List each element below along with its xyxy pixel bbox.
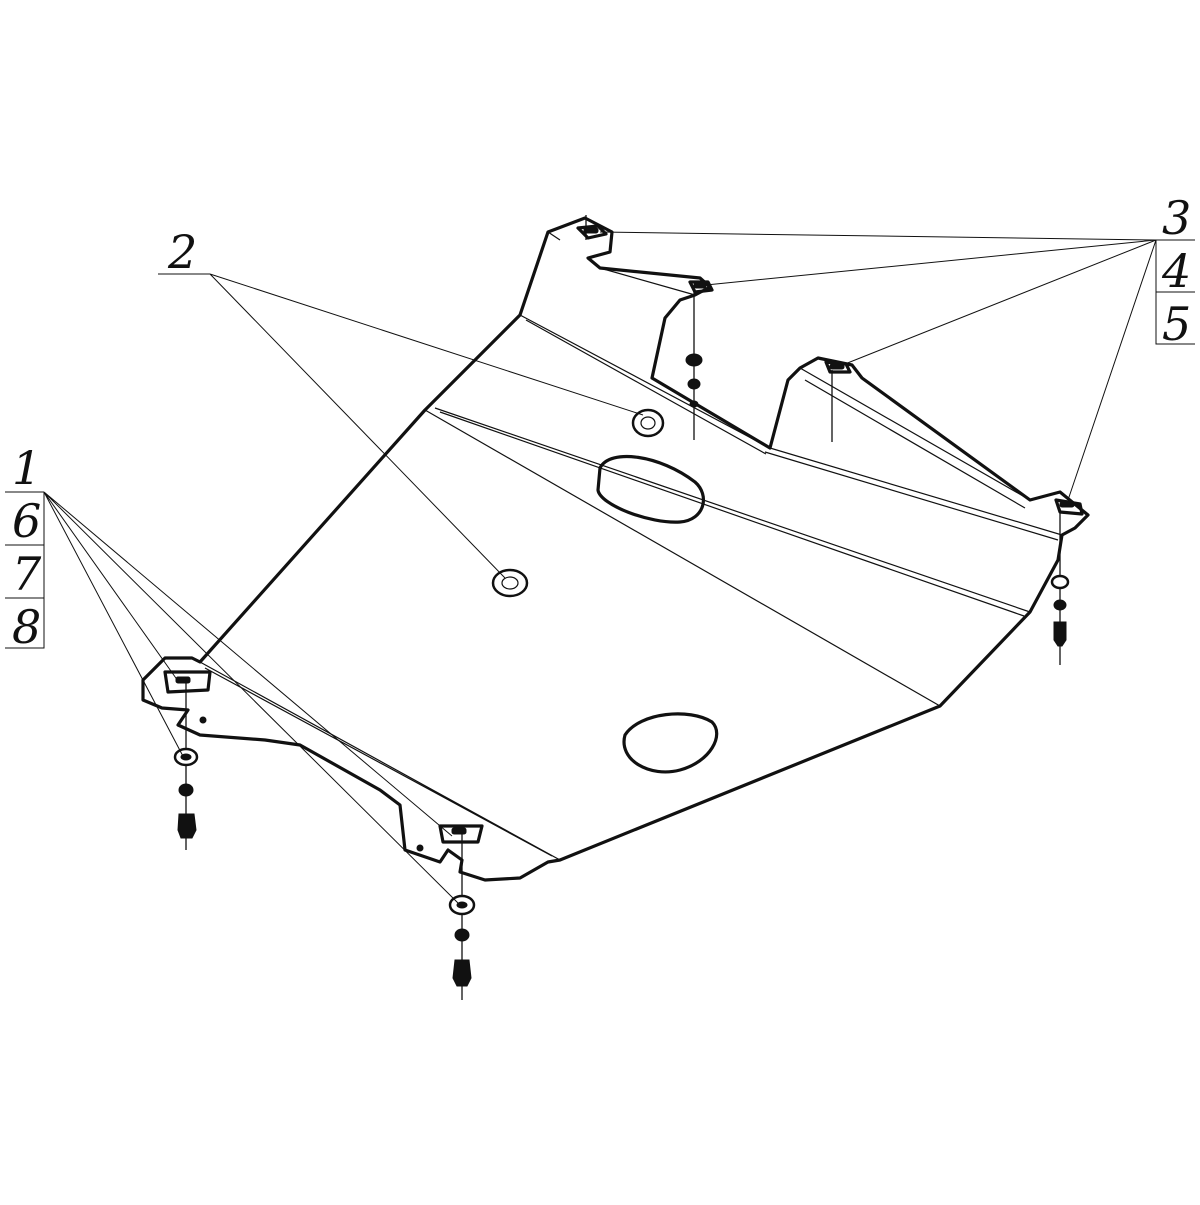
callout-label-7: 7: [12, 547, 42, 601]
front-fold-line: [434, 407, 1031, 617]
grommet-upper: [631, 408, 665, 438]
callout-label-8: 8: [12, 600, 41, 654]
mount-tab-rear-mid: [688, 280, 714, 294]
grommet-lower: [491, 568, 529, 598]
right-bracket-fold: [799, 367, 1031, 509]
fastener-stack-left: [173, 680, 199, 850]
callout-right-group: 3 4 5: [599, 191, 1195, 501]
callout-table-left: [5, 491, 45, 649]
fastener-stack-rear: [685, 290, 703, 440]
mount-tab-rear-left: [576, 224, 608, 240]
leader-lines-left: [43, 491, 461, 906]
callout-label-5: 5: [1162, 297, 1191, 351]
callout-label-1: 1: [12, 441, 41, 495]
plate-outline: [141, 216, 1090, 882]
fastener-stack-right: [1050, 510, 1070, 665]
mount-tab-front-right: [1054, 498, 1084, 516]
mount-tab-front-mid: [416, 824, 484, 852]
mount-tab-front-left: [163, 670, 212, 724]
mount-tab-rear-right: [824, 360, 852, 374]
callout-label-4: 4: [1161, 244, 1191, 298]
rear-service-opening: [596, 454, 705, 524]
left-flange-fold: [199, 661, 561, 861]
rear-fold-line: [519, 314, 771, 455]
front-service-opening: [622, 712, 719, 774]
callout-label-6: 6: [12, 494, 41, 548]
mid-fold-line: [424, 409, 941, 707]
fastener-stack-mid: [448, 832, 476, 1000]
callout-left-group: 1 6 7 8: [5, 441, 461, 906]
skid-plate: [141, 216, 1090, 882]
callout-table-right: [1155, 239, 1195, 345]
side-fold-line: [764, 447, 1063, 541]
leader-lines-2: [209, 273, 644, 579]
callout-label-3: 3: [1162, 191, 1191, 245]
callout-label-2: 2: [167, 225, 197, 279]
top-bracket-fold: [547, 231, 696, 296]
callout-center: 2: [158, 225, 644, 579]
leader-lines-right: [599, 231, 1157, 501]
